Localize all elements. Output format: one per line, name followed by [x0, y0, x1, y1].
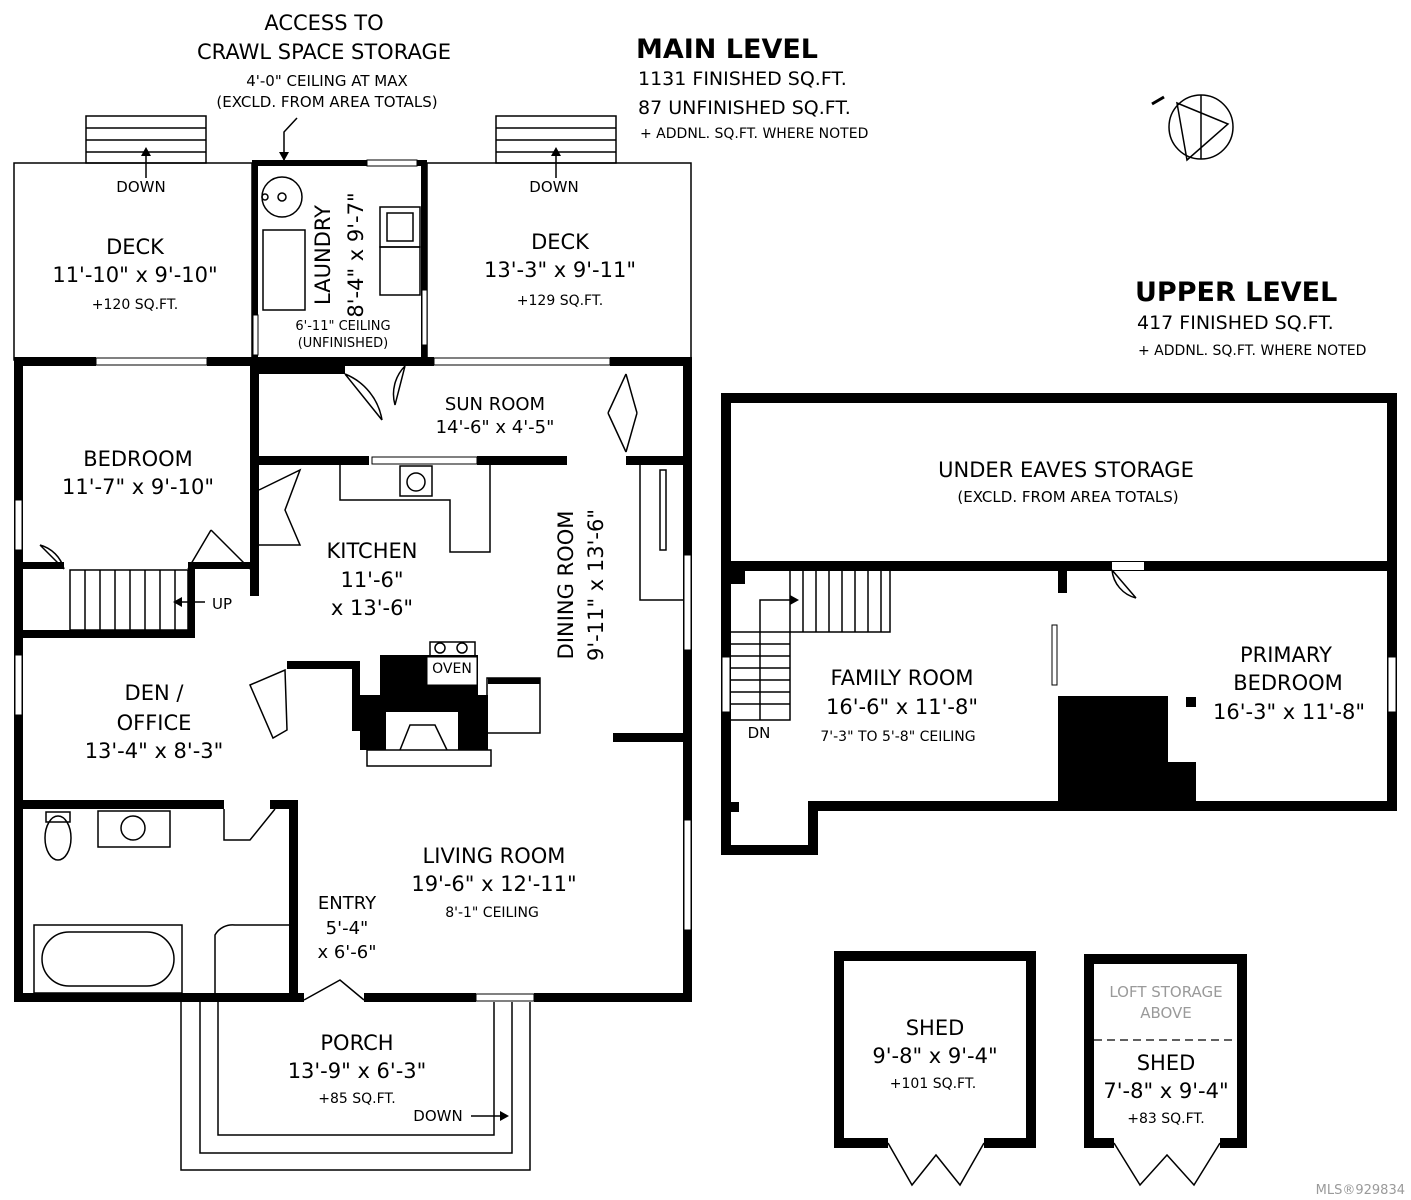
laundry-ceiling: 6'-11" CEILING: [295, 319, 390, 334]
sun-room-name: SUN ROOM: [445, 394, 545, 415]
living-dims: 19'-6" x 12'-11": [411, 872, 576, 896]
den-name-1: DEN /: [125, 681, 185, 705]
kitchen-name: KITCHEN: [327, 539, 418, 563]
primary-name-2: BEDROOM: [1233, 671, 1343, 695]
shed-1-name: SHED: [906, 1016, 965, 1040]
deck-right-name: DECK: [531, 230, 590, 254]
sun-room-dims: 14'-6" x 4'-5": [436, 417, 555, 438]
deck-right-area: +129 SQ.FT.: [517, 293, 603, 309]
family-name: FAMILY ROOM: [830, 666, 973, 690]
deck-right-dims: 13'-3" x 9'-11": [484, 258, 636, 282]
shed-2-dims: 7'-8" x 9'-4": [1103, 1079, 1228, 1103]
shed-1-area: +101 SQ.FT.: [890, 1076, 976, 1092]
deck-left-name: DECK: [106, 235, 165, 259]
deck-left-stair: DOWN: [116, 178, 165, 196]
crawl-line-2: CRAWL SPACE STORAGE: [197, 40, 451, 64]
entry-dims-2: x 6'-6": [317, 942, 376, 963]
kitchen-dims-2: x 13'-6": [331, 596, 413, 620]
loft-line-2: ABOVE: [1140, 1004, 1192, 1022]
kitchen-fixtures: OVEN: [339, 465, 541, 734]
shed-2: LOFT STORAGE ABOVE SHED 7'-8" x 9'-4" +8…: [1084, 954, 1247, 1187]
crawl-line-1: ACCESS TO: [264, 11, 383, 35]
eaves-name: UNDER EAVES STORAGE: [938, 458, 1194, 482]
entry-dims-1: 5'-4": [326, 918, 369, 939]
crawl-line-4: (EXCLD. FROM AREA TOTALS): [216, 93, 437, 111]
living-name: LIVING ROOM: [423, 844, 566, 868]
porch-dims: 13'-9" x 6'-3": [288, 1059, 427, 1083]
upper-level-heading: UPPER LEVEL 417 FINISHED SQ.FT. + ADDNL.…: [1135, 277, 1366, 359]
primary-name-1: PRIMARY: [1240, 643, 1332, 667]
porch-area: +85 SQ.FT.: [318, 1091, 396, 1107]
laundry-name: LAUNDRY: [311, 205, 335, 305]
den-dims: 13'-4" x 8'-3": [85, 739, 224, 763]
bedroom-name: BEDROOM: [83, 447, 193, 471]
laundry-dims: 8'-4" x 9'-7": [344, 192, 368, 317]
bedroom-dims: 11'-7" x 9'-10": [62, 475, 214, 499]
deck-right-stair: DOWN: [529, 178, 578, 196]
oven-label: OVEN: [432, 661, 472, 677]
main-walls: [14, 357, 692, 1002]
crawl-arrow-head: [279, 152, 289, 161]
crawl-line-3: 4'-0" CEILING AT MAX: [246, 72, 408, 90]
main-level-note: + ADDNL. SQ.FT. WHERE NOTED: [640, 126, 868, 142]
deck-left: DOWN DECK 11'-10" x 9'-10" +120 SQ.FT.: [13, 115, 253, 361]
upper-stair-label: DN: [748, 724, 771, 742]
deck-left-area: +120 SQ.FT.: [92, 297, 178, 313]
interior-walls: [14, 366, 686, 1000]
shed-2-area: +83 SQ.FT.: [1127, 1111, 1205, 1127]
crawl-arrow: [283, 117, 298, 160]
primary-dims: 16'-3" x 11'-8": [1213, 700, 1365, 724]
upper-level-plan: DN UNDER EAVES STORAGE (EXCLD. FROM AREA…: [721, 393, 1397, 855]
main-level-unfinished: 87 UNFINISHED SQ.FT.: [638, 97, 851, 119]
crawl-space-note: ACCESS TO CRAWL SPACE STORAGE 4'-0" CEIL…: [197, 11, 451, 161]
laundry-status: (UNFINISHED): [298, 336, 389, 351]
porch-stair: DOWN: [413, 1107, 462, 1125]
eaves-note: (EXCLD. FROM AREA TOTALS): [957, 488, 1178, 506]
shed-1: SHED 9'-8" x 9'-4" +101 SQ.FT.: [834, 951, 1036, 1187]
main-level-finished: 1131 FINISHED SQ.FT.: [638, 68, 847, 90]
dining-name: DINING ROOM: [554, 511, 578, 660]
loft-line-1: LOFT STORAGE: [1109, 983, 1222, 1001]
compass-icon: [1151, 94, 1234, 162]
main-stair: UP: [69, 569, 232, 631]
bathroom-fixtures: [33, 810, 289, 995]
shed-1-dims: 9'-8" x 9'-4": [872, 1044, 997, 1068]
watermark: MLS®929834: [1316, 1183, 1405, 1198]
family-ceiling: 7'-3" TO 5'-8" CEILING: [820, 729, 975, 745]
upper-level-title: UPPER LEVEL: [1135, 277, 1337, 308]
porch: PORCH 13'-9" x 6'-3" +85 SQ.FT. DOWN: [180, 1002, 531, 1171]
main-level-title: MAIN LEVEL: [636, 34, 818, 65]
deck-right: DOWN DECK 13'-3" x 9'-11" +129 SQ.FT.: [426, 115, 692, 361]
kitchen-dims-1: 11'-6": [340, 568, 403, 592]
deck-left-dims: 11'-10" x 9'-10": [52, 263, 217, 287]
living-ceiling: 8'-1" CEILING: [445, 905, 539, 921]
shed-2-name: SHED: [1137, 1051, 1196, 1075]
stair-up-label: UP: [212, 595, 232, 613]
laundry: LAUNDRY 8'-4" x 9'-7" 6'-11" CEILING (UN…: [252, 159, 428, 360]
den-name-2: OFFICE: [117, 711, 192, 735]
doors: [39, 365, 683, 1001]
upper-level-note: + ADDNL. SQ.FT. WHERE NOTED: [1138, 343, 1366, 359]
porch-name: PORCH: [320, 1031, 393, 1055]
main-level-heading: MAIN LEVEL 1131 FINISHED SQ.FT. 87 UNFIN…: [636, 34, 868, 142]
upper-level-finished: 417 FINISHED SQ.FT.: [1137, 312, 1334, 334]
entry-name: ENTRY: [318, 893, 377, 914]
dining-dims: 9'-11" x 13'-6": [584, 509, 608, 661]
family-dims: 16'-6" x 11'-8": [826, 695, 978, 719]
